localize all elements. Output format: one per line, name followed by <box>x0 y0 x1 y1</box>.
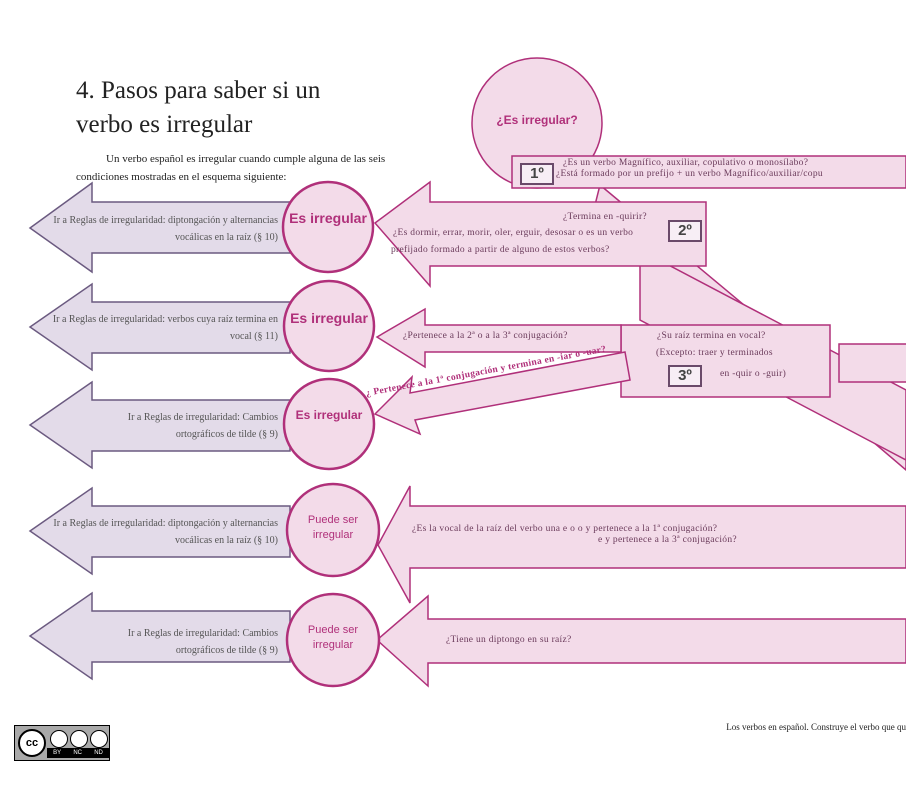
intro-text: Un verbo español es irregular cuando cum… <box>76 153 386 183</box>
circle-3-shape <box>282 377 376 471</box>
question-5a: ¿Es la vocal de la raíz del verbo una e … <box>412 524 718 534</box>
question-3: ¿Pertenece a la 2ª o a la 3ª conjugación… <box>403 331 568 341</box>
question-3b1: ¿Su raíz termina en vocal? <box>657 331 766 341</box>
cc-license-badge[interactable]: cc BY NC ND <box>14 725 110 761</box>
step1-band <box>511 155 906 189</box>
nc-icon <box>70 730 88 748</box>
nd-label: ND <box>94 750 103 756</box>
circle-3-label: Es irregular <box>295 408 363 422</box>
by-icon <box>50 730 68 748</box>
question-1b: ¿Está formado por un prefijo + un verbo … <box>556 169 823 179</box>
circle-5-label: Puede ser irregular <box>307 624 359 651</box>
row4-arrow <box>377 485 906 604</box>
question-2b: ¿Es dormir, errar, morir, oler, erguir, … <box>393 228 634 238</box>
circle-1-label: Es irregular <box>289 210 367 226</box>
right-box <box>838 343 906 383</box>
nd-icon <box>90 730 108 748</box>
left-arrow-5-label[interactable]: Ir a Reglas de irregularidad: Cambios or… <box>127 628 278 656</box>
page-title: 4. Pasos para saber si un verbo es irreg… <box>76 77 321 138</box>
circle-2-label: Es irregular <box>290 310 368 326</box>
question-3b3: en -quir o -guir) <box>720 369 787 379</box>
circle-4-label: Puede ser irregular <box>307 514 359 541</box>
circle-5-shape <box>285 592 381 688</box>
step-2-badge: 2º <box>668 220 702 242</box>
nc-label: NC <box>73 750 82 756</box>
question-2c: prefijado formado a partir de alguno de … <box>391 245 610 255</box>
question-6: ¿Tiene un diptongo en su raíz? <box>446 635 572 645</box>
circle-2-shape <box>282 279 376 373</box>
left-arrow-1-label[interactable]: Ir a Reglas de irregularidad: diptongaci… <box>53 215 278 243</box>
cc-icon: cc <box>18 729 46 757</box>
circle-1-shape <box>281 180 375 274</box>
footer-text: Los verbos en español. Construye el verb… <box>726 722 906 732</box>
row5-arrow <box>375 594 906 688</box>
question-3b2: (Excepto: traer y terminados <box>656 348 773 358</box>
step-3-badge: 3º <box>668 365 702 387</box>
diagonal-arrow <box>373 351 631 436</box>
by-label: BY <box>53 750 62 756</box>
top-circle-label: ¿Es irregular? <box>496 113 578 127</box>
row2-arrow <box>375 307 622 369</box>
left-arrow-3-label[interactable]: Ir a Reglas de irregularidad: Cambios or… <box>127 412 278 440</box>
question-2a: ¿Termina en -quirir? <box>563 212 647 222</box>
circle-4-shape <box>285 482 381 578</box>
step-1-badge: 1º <box>520 163 554 185</box>
left-arrow-4-label[interactable]: Ir a Reglas de irregularidad: diptongaci… <box>53 518 278 546</box>
left-arrow-2-label[interactable]: Ir a Reglas de irregularidad: verbos cuy… <box>52 314 278 342</box>
license-labels: BY NC ND <box>47 748 109 758</box>
step2-arrow <box>373 180 707 288</box>
question-5b: e y pertenece a la 3ª conjugación? <box>598 535 737 545</box>
question-1a: ¿Es un verbo Magnífico, auxiliar, copula… <box>563 158 809 168</box>
